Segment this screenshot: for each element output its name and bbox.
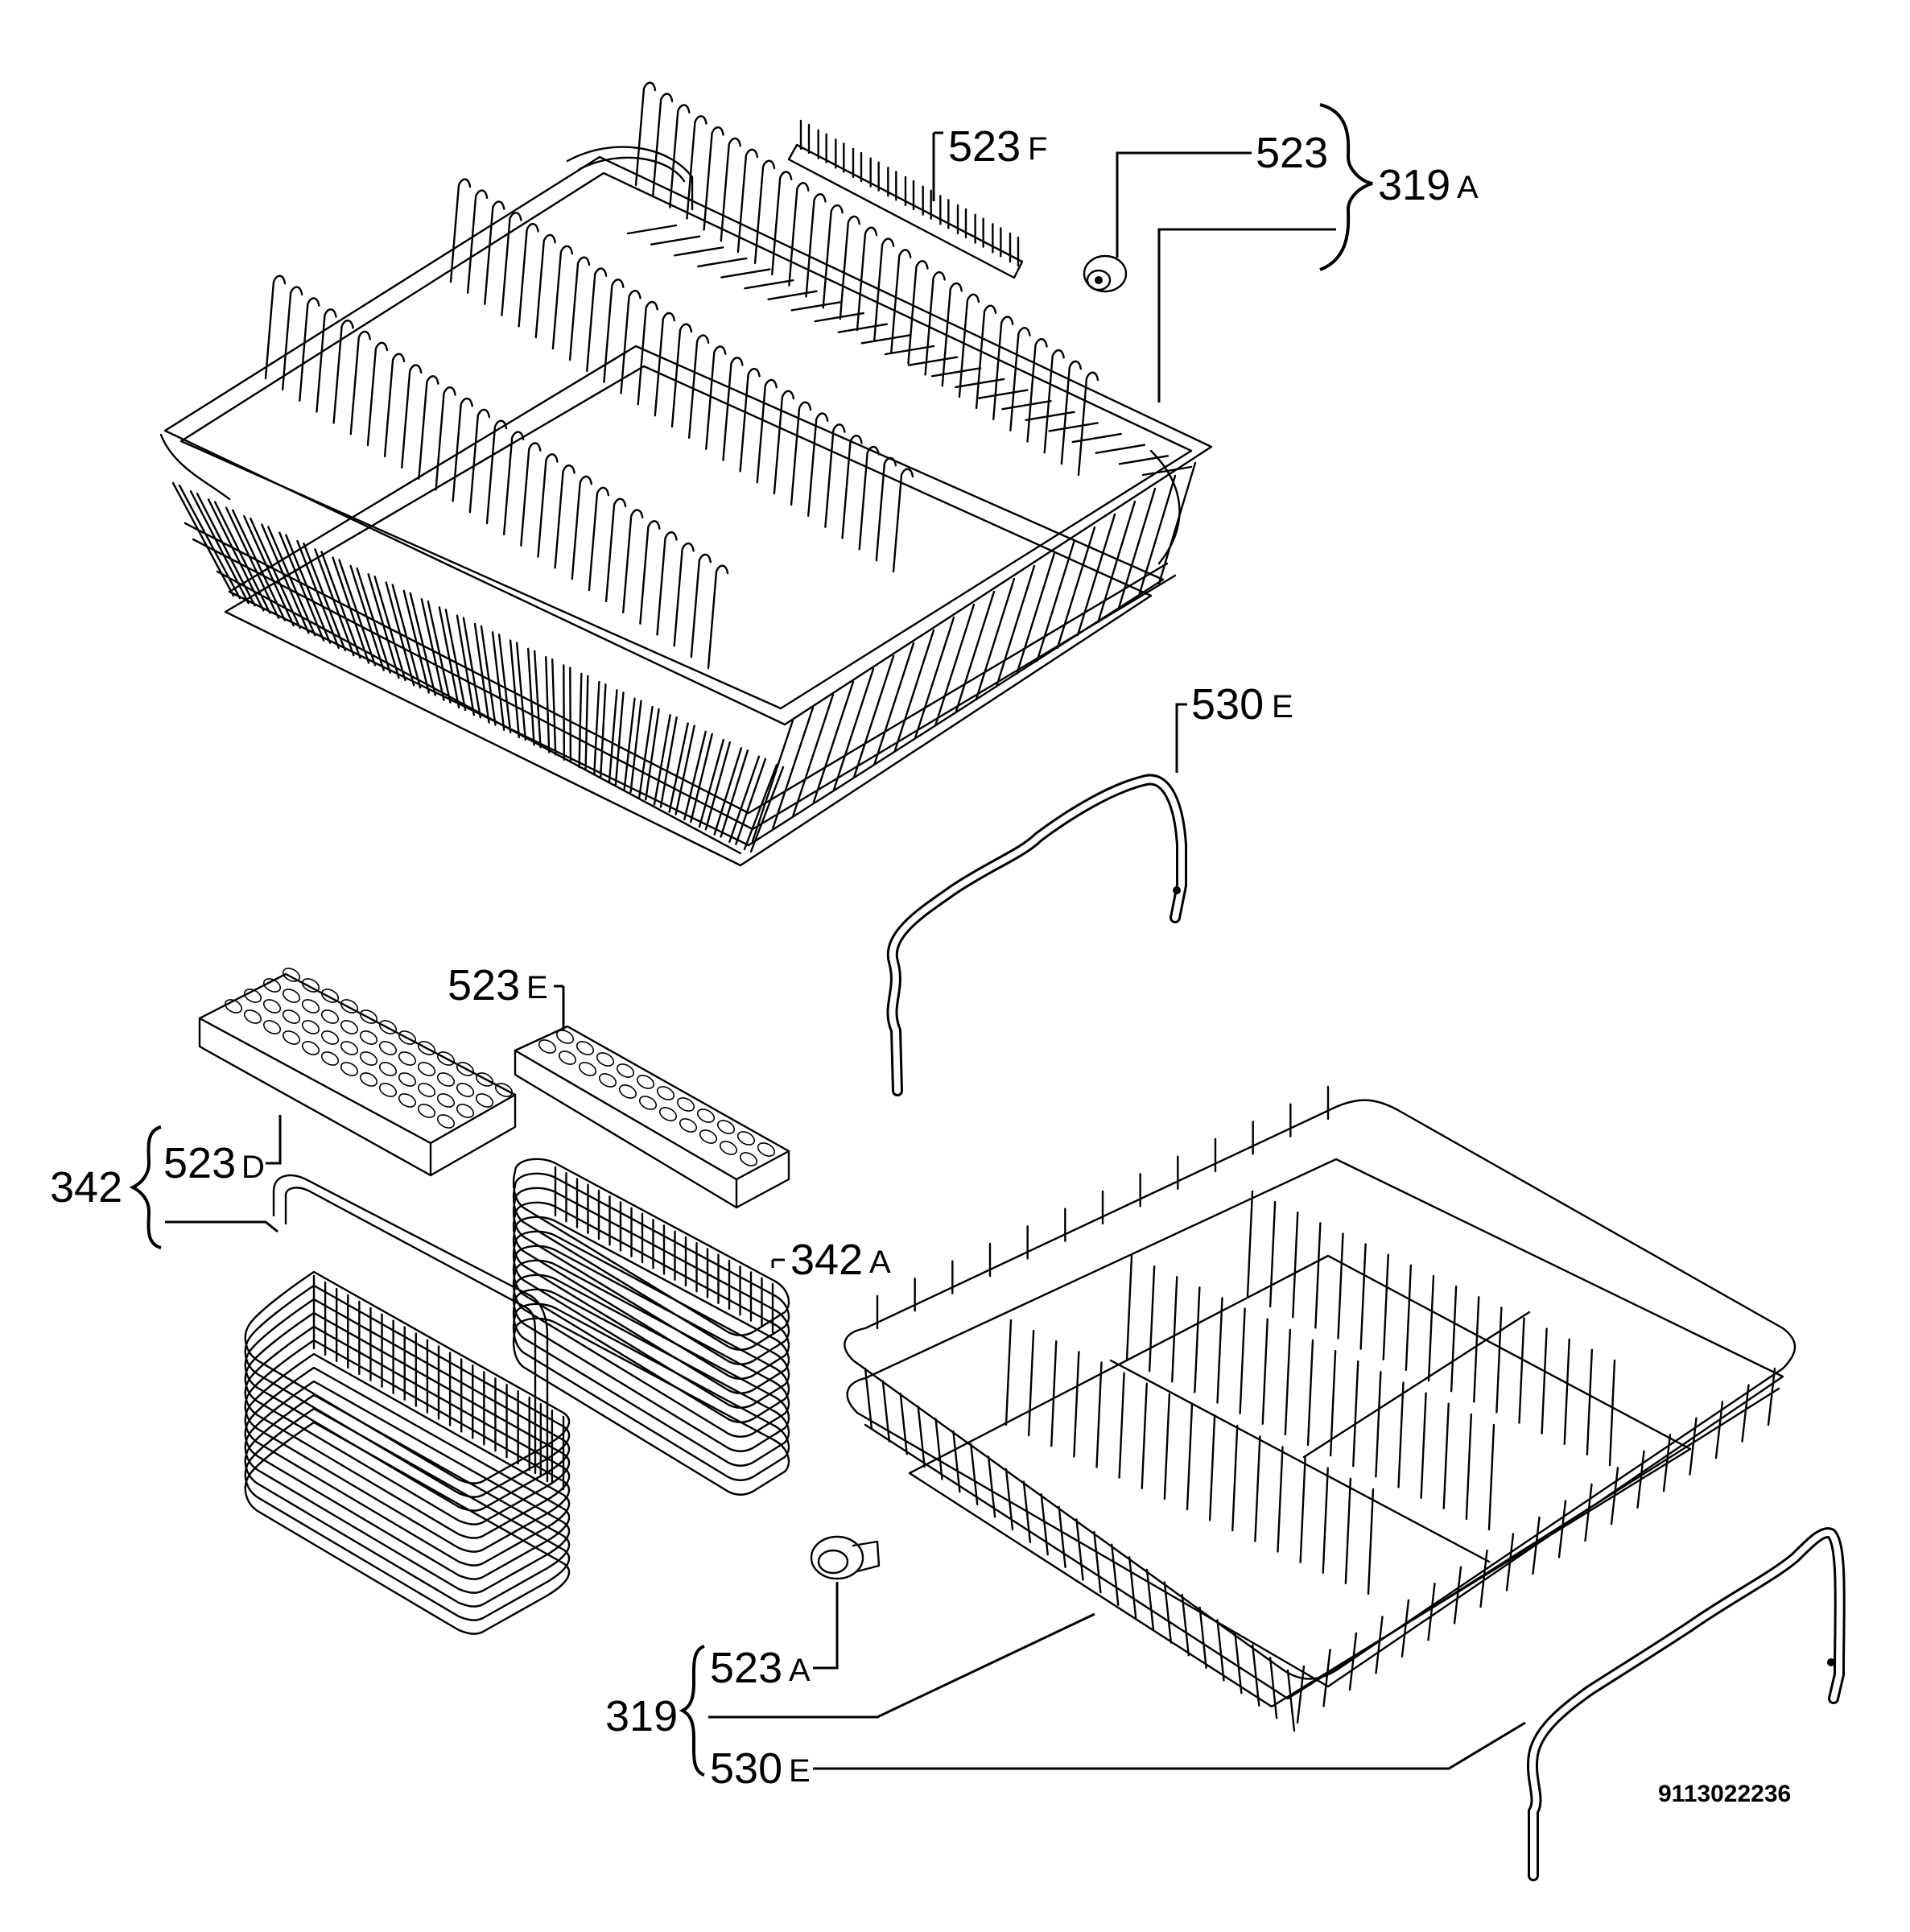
label-523E: 523 E [448, 961, 548, 1009]
part-342-basket-drawing [244, 1174, 571, 1635]
svg-text:523: 523 [448, 961, 520, 1009]
lower-basket-drawing [844, 1085, 1797, 1732]
svg-text:319: 319 [1378, 161, 1450, 209]
svg-text:523: 523 [163, 1139, 236, 1187]
svg-text:A: A [869, 1245, 891, 1280]
label-530E-top: 530 E [1191, 680, 1293, 729]
upper-basket-drawing [159, 81, 1213, 867]
svg-text:523: 523 [948, 122, 1021, 171]
part-523F-drawing [787, 119, 1024, 279]
svg-text:530: 530 [710, 1744, 782, 1793]
part-530E-bottom-rail-drawing [1527, 1527, 1846, 1881]
svg-text:342: 342 [790, 1236, 863, 1284]
svg-text:523: 523 [710, 1644, 782, 1692]
svg-text:A: A [1457, 170, 1479, 205]
part-342A-basket-drawing [512, 1158, 790, 1496]
label-530E-bottom: 530 E [710, 1744, 811, 1793]
svg-text:F: F [1028, 131, 1047, 167]
svg-text:A: A [789, 1653, 811, 1688]
label-523D: 523 D [163, 1139, 265, 1187]
part-523A-wheel-drawing [810, 1535, 881, 1580]
svg-text:E: E [526, 970, 548, 1005]
label-319: 319 [605, 1692, 678, 1740]
label-523A: 523 A [710, 1644, 811, 1692]
label-342A: 342 A [790, 1236, 891, 1284]
leader-lines [129, 103, 1526, 1777]
svg-text:E: E [1272, 689, 1293, 724]
label-523: 523 [1256, 129, 1328, 177]
label-342: 342 [50, 1163, 122, 1212]
label-523F: 523 F [948, 122, 1047, 171]
drawing-number: 9113022236 [1658, 1781, 1791, 1807]
svg-text:E: E [789, 1753, 811, 1789]
part-523-wheel-drawing [1083, 254, 1128, 293]
svg-text:523: 523 [1256, 129, 1328, 177]
svg-text:D: D [241, 1150, 265, 1185]
label-319A: 319 A [1378, 161, 1479, 209]
part-530E-top-rail-drawing [886, 774, 1187, 1096]
svg-text:319: 319 [605, 1692, 678, 1740]
svg-text:342: 342 [50, 1163, 122, 1212]
svg-text:530: 530 [1191, 680, 1264, 729]
part-523E-drawing [514, 1025, 790, 1209]
part-523D-drawing [198, 968, 517, 1177]
